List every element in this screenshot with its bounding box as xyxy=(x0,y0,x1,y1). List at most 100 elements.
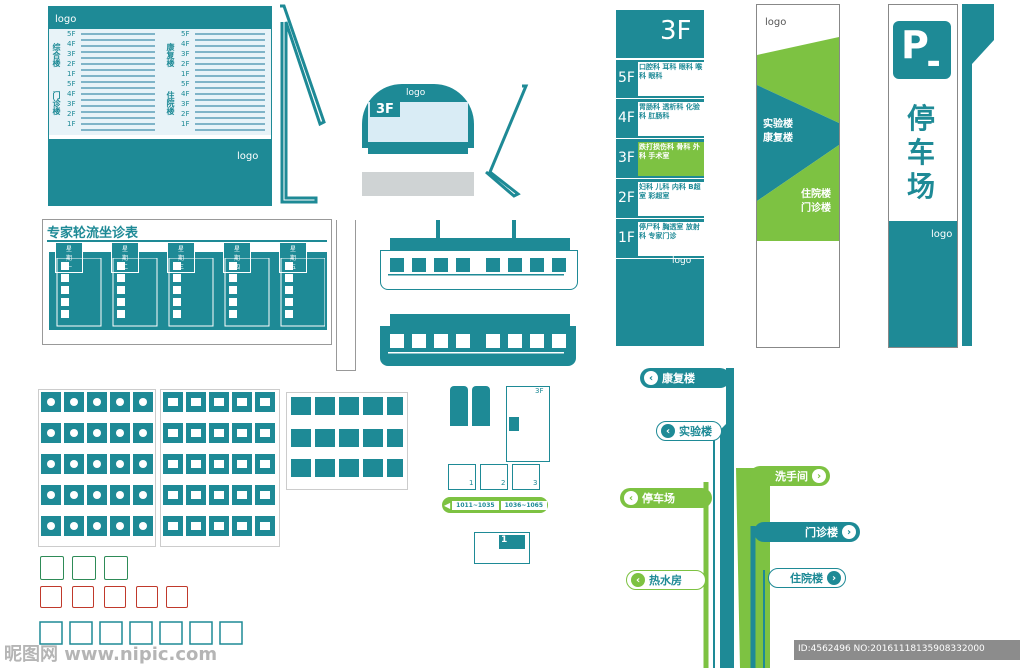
building-name: 实验楼 xyxy=(763,119,793,130)
hanging-icon-row xyxy=(388,334,566,354)
room-range-b: 1036~1065 xyxy=(500,500,548,510)
direction-label: 康复楼 xyxy=(662,372,695,385)
floor-tag: 5F xyxy=(67,80,76,88)
floor-index-logo: logo xyxy=(672,256,692,266)
pictogram-row xyxy=(39,621,243,645)
building-label: 门诊楼 xyxy=(52,91,61,115)
floor-tag: 2F xyxy=(67,60,76,68)
exit-sign xyxy=(72,556,96,580)
warning-sign xyxy=(40,586,62,608)
toilet-plates xyxy=(450,386,492,428)
hanging-sign-top xyxy=(380,220,580,292)
arrow-left-icon: ‹ xyxy=(624,491,638,505)
floor-departments: 跌打损伤科 骨科 外科 手术室 xyxy=(638,142,704,176)
parking-totem: P ▬ 停 车 场 logo xyxy=(888,4,958,348)
directory-logo-top: logo xyxy=(55,14,77,25)
room-range-a: 1011~1035 xyxy=(452,500,499,510)
arrow-left-icon: ‹ xyxy=(631,573,645,587)
hanging-sign-bottom xyxy=(380,314,580,366)
direction-label: 热水房 xyxy=(649,574,682,587)
room-icons: 1 2 3 xyxy=(446,464,542,494)
parking-title: 停 xyxy=(907,102,936,135)
arrow-left-icon: ‹ xyxy=(644,371,658,385)
direction-sign: ‹ 康复楼 xyxy=(640,368,730,388)
directory-logo-bottom: logo xyxy=(237,151,259,162)
floor-tag: 3F xyxy=(181,100,190,108)
floor-tag: 5F xyxy=(181,80,190,88)
schedule-title: 专家轮流坐诊表 xyxy=(47,226,139,241)
floor-label: 2F xyxy=(618,190,635,206)
watermark-id: ID:4562496 NO:20161118135908332000 xyxy=(798,644,985,654)
floor-tag: 2F xyxy=(67,110,76,118)
floor-tag: 5F xyxy=(181,30,190,38)
exit-sign xyxy=(40,556,64,580)
floor-departments: 胃肠科 透析科 化验科 肛肠科 xyxy=(638,102,704,136)
building-label: 综合楼 xyxy=(52,43,61,67)
parking-pole xyxy=(962,4,994,346)
floor-tag: 1F xyxy=(181,70,190,78)
direction-label: 停车场 xyxy=(642,492,675,505)
green-totem: logo 实验楼 康复楼 住院楼 门诊楼 xyxy=(756,4,840,348)
direction-sign: ‹ 热水房 xyxy=(626,570,706,590)
building-name: 住院楼 xyxy=(801,189,831,200)
floor-plate-label: 3F xyxy=(535,387,544,395)
exit-sign xyxy=(104,556,128,580)
floor-tag: 2F xyxy=(181,110,190,118)
warning-sign xyxy=(104,586,126,608)
hanging-icon-row xyxy=(388,258,566,276)
floor-tag: 4F xyxy=(181,40,190,48)
building-label: 住院楼 xyxy=(166,91,175,115)
warning-sign xyxy=(72,586,94,608)
floor-tag: 1F xyxy=(67,120,76,128)
floor-plate: 3F xyxy=(506,386,550,462)
floor-departments: 口腔科 耳科 眼科 喉科 眼科 xyxy=(638,62,704,96)
direction-sign: ‹ 实验楼 xyxy=(656,421,722,441)
direction-sign: ‹ 停车场 xyxy=(620,488,712,508)
room-number: 2 xyxy=(501,479,506,487)
slanted-stand xyxy=(280,4,326,204)
icon-grid-a xyxy=(38,389,156,547)
floor-tag: 1F xyxy=(181,120,190,128)
icon-grid-b xyxy=(160,389,280,547)
signpost-poles xyxy=(703,368,770,668)
arch-floor: 3F xyxy=(370,102,400,117)
arrow-right-icon: › xyxy=(812,469,826,483)
direction-label: 洗手间 xyxy=(775,470,808,483)
watermark-brand: 昵图网 www.nipic.com xyxy=(4,644,218,665)
floor-tag: 4F xyxy=(67,90,76,98)
warning-sign xyxy=(136,586,158,608)
arrow-right-icon: › xyxy=(827,571,841,585)
direction-label: 门诊楼 xyxy=(805,526,838,539)
slanted-stand-small xyxy=(485,84,529,198)
arch-logo: logo xyxy=(406,88,426,98)
room-door-plate: 1 xyxy=(474,532,530,564)
directory-board: logo 综合楼 门诊楼 康复楼 住院楼 5F 4F 3F 2F 1F 5F 4F 3F 2F… xyxy=(48,6,272,206)
schedule-stand xyxy=(336,220,356,371)
building-label: 康复楼 xyxy=(166,43,175,67)
direction-sign: 洗手间 › xyxy=(750,466,830,486)
floor-tag: 3F xyxy=(67,100,76,108)
parking-symbol: P xyxy=(901,23,929,67)
arrow-left-icon: ‹ xyxy=(661,424,675,438)
floor-label: 4F xyxy=(618,110,635,126)
floor-tag: 3F xyxy=(181,50,190,58)
building-name: 康复楼 xyxy=(763,133,793,144)
parking-symbol-box: P ▬ xyxy=(893,21,951,79)
arch-sign: logo 3F xyxy=(362,84,474,196)
icon-grid-c xyxy=(286,392,408,490)
room-door-number: 1 xyxy=(501,535,508,545)
room-number: 3 xyxy=(533,479,538,487)
floor-tag: 3F xyxy=(67,50,76,58)
direction-label: 实验楼 xyxy=(679,425,712,438)
schedule-grid xyxy=(56,258,325,327)
floor-tag: 4F xyxy=(181,90,190,98)
parking-title: 场 xyxy=(907,170,936,203)
floor-tag: 4F xyxy=(67,40,76,48)
watermark-id-bar: ID:4562496 NO:20161118135908332000 xyxy=(794,640,1020,660)
floor-label: 3F xyxy=(618,150,635,166)
floor-label: 5F xyxy=(618,70,635,86)
floor-tag: 1F xyxy=(67,70,76,78)
floor-label: 1F xyxy=(618,230,635,246)
warning-sign xyxy=(166,586,188,608)
